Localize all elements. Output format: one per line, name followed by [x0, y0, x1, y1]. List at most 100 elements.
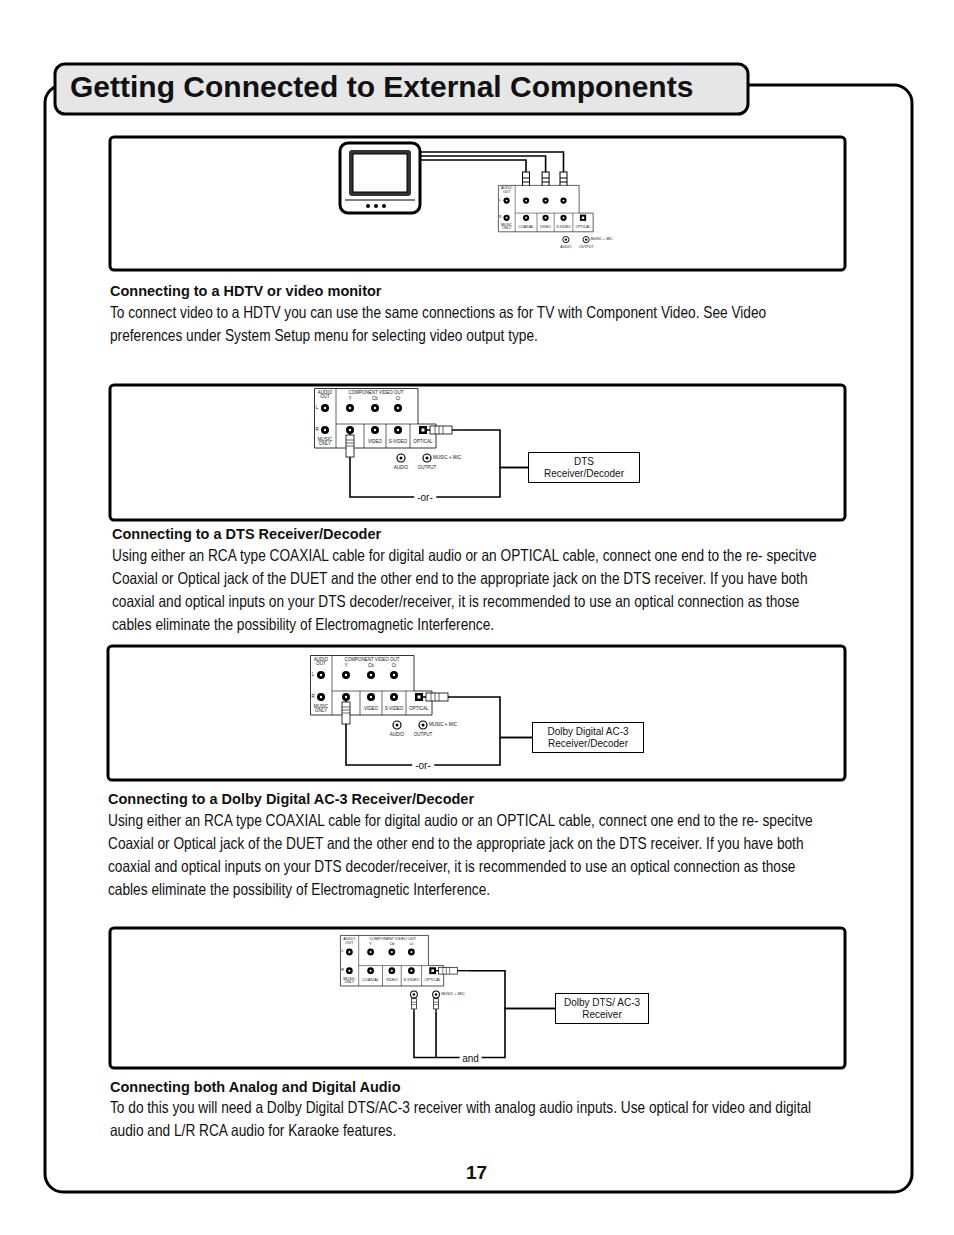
receiver-box: Dolby DTS/ AC-3 Receiver	[555, 993, 649, 1024]
section-heading: Connecting to a HDTV or video monitor	[110, 283, 381, 300]
receiver-label: DTS Receiver/Decoder	[534, 456, 634, 479]
page-number: 17	[466, 1162, 487, 1185]
body-text: Using either an RCA type COAXIAL cable f…	[112, 544, 842, 636]
jack-label: Cr	[392, 664, 397, 669]
jack-label: COMPONENT VIDEO OUT	[344, 657, 399, 662]
back-panel: AUDIO OUT COMPONENT VIDEO OUT Y Cb CrL R MUSIC…	[314, 388, 464, 478]
jack-label: AUDIO	[560, 245, 571, 249]
jack-label: MUSIC + MIC	[441, 992, 465, 996]
jack-label: R	[341, 968, 344, 972]
jack-label: S-VIDEO	[389, 439, 408, 444]
jack-label: AUDIO OUT	[316, 390, 334, 399]
component-cables	[420, 152, 564, 172]
receiver-box: Dolby Digital AC-3 Receiver/Decoder	[532, 722, 644, 753]
jack-label: OUTPUT	[418, 465, 437, 470]
jack-panel-drawing	[314, 388, 464, 478]
receiver-box: DTS Receiver/Decoder	[528, 452, 640, 483]
diagram-panel	[108, 646, 845, 780]
diagram-panel	[110, 137, 845, 270]
jack-label: OUTPUT	[579, 245, 593, 249]
cable-line	[435, 1012, 437, 1058]
page-title: Getting Connected to External Components	[70, 70, 693, 104]
jack-label: Cr	[409, 942, 413, 946]
jack-label: OPTICAL	[424, 978, 440, 982]
jack-label: OPTICAL	[576, 225, 591, 229]
cable-line	[414, 1009, 555, 1058]
jack-label: COAXIAL	[362, 978, 379, 982]
jack-label: Y	[344, 664, 347, 669]
cable-connector	[346, 738, 532, 766]
jack-label: R	[499, 215, 502, 219]
receiver-label: Dolby Digital AC-3 Receiver/Decoder	[538, 726, 638, 749]
edge-label: -or-	[412, 760, 434, 771]
title-tab	[55, 64, 748, 114]
diagram-panel	[110, 385, 845, 520]
edge-label: -or-	[414, 492, 436, 503]
cable-line	[346, 738, 532, 766]
cable-connector	[468, 971, 556, 1009]
jack-label: VIDEO	[386, 978, 398, 982]
cable-connector	[464, 430, 528, 468]
jack-label: COMPONENT VIDEO OUT	[369, 937, 416, 941]
jack-label: Y	[369, 942, 372, 946]
jack-label: L	[316, 405, 319, 410]
section-heading: Connecting both Analog and Digital Audio	[110, 1079, 401, 1096]
jack-label: VIDEO	[368, 439, 382, 444]
jack-label: S-VIDEO	[385, 706, 404, 711]
jack-label: Cr	[396, 397, 401, 402]
page-frame	[45, 85, 912, 1192]
jack-label: S-VIDEO	[556, 225, 570, 229]
jack-label: AUDIO OUT	[500, 187, 514, 194]
jack-label: MUSIC ONLY	[499, 223, 514, 230]
back-panel: AUDIO OUT COMPONENT VIDEO OUTY Cb CrL R MUSIC…	[340, 935, 468, 1012]
receiver-label: Dolby DTS/ AC-3 Receiver	[561, 997, 643, 1020]
edge-label: and	[459, 1052, 482, 1063]
jack-label: COMPONENT VIDEO OUT	[348, 390, 403, 395]
jack-label: VIDEO	[540, 225, 551, 229]
jack-label: Y	[348, 397, 351, 402]
jack-label: S-VIDEO	[404, 978, 420, 982]
jack-label: MUSIC + MIC	[591, 238, 613, 242]
jack-label: MUSIC ONLY	[316, 437, 335, 446]
section-heading: Connecting to a Dolby Digital AC-3 Recei…	[108, 791, 474, 808]
body-text: Using either an RCA type COAXIAL cable f…	[108, 809, 838, 901]
jack-label: COAXIAL	[518, 225, 533, 229]
jack-label: L	[341, 949, 343, 953]
jack-panel-drawing	[498, 185, 615, 255]
cable-connector	[350, 468, 528, 498]
jack-label: Cb	[368, 664, 374, 669]
section-heading: Connecting to a DTS Receiver/Decoder	[112, 526, 381, 543]
back-panel: AUDIO OUT L R MUSIC ONLY COAXIAL VIDEO S-VIDEO…	[498, 185, 615, 255]
cable-line	[464, 430, 528, 468]
body-text: To connect video to a HDTV you can use t…	[110, 301, 840, 347]
jack-label: AUDIO OUT	[312, 657, 330, 666]
jack-label: Cb	[389, 942, 394, 946]
jack-label: L	[312, 672, 315, 677]
jack-label: AUDIO	[394, 465, 408, 470]
cable-line	[350, 468, 528, 498]
jack-label: MUSIC + MIC	[433, 456, 461, 461]
jack-label: MUSIC ONLY	[341, 977, 357, 985]
jack-label: R	[315, 427, 318, 432]
jack-label: OUTPUT	[414, 732, 433, 737]
jack-label: AUDIO	[390, 732, 404, 737]
body-text: To do this you will need a Dolby Digital…	[110, 1096, 840, 1142]
jack-panel-drawing	[340, 935, 468, 1012]
jack-label: Cb	[372, 397, 378, 402]
diagram-panel	[110, 928, 845, 1068]
cable-line	[460, 697, 532, 738]
cable-connector	[414, 1009, 555, 1058]
jack-label: L	[499, 198, 501, 202]
jack-label: MUSIC ONLY	[312, 704, 331, 713]
jack-label: VIDEO	[364, 706, 378, 711]
back-panel: AUDIO OUT COMPONENT VIDEO OUT Y Cb CrL R MUSIC…	[310, 655, 460, 745]
jack-label: OPTICAL	[409, 706, 428, 711]
jack-panel-drawing	[310, 655, 460, 745]
cable-connector	[460, 697, 532, 738]
cable-line	[468, 971, 556, 1009]
jack-label: MUSIC + MIC	[429, 723, 457, 728]
jack-label: OPTICAL	[413, 439, 432, 444]
jack-label: R	[311, 694, 314, 699]
jack-label: AUDIO OUT	[342, 937, 357, 945]
tv-illustration	[340, 143, 420, 213]
